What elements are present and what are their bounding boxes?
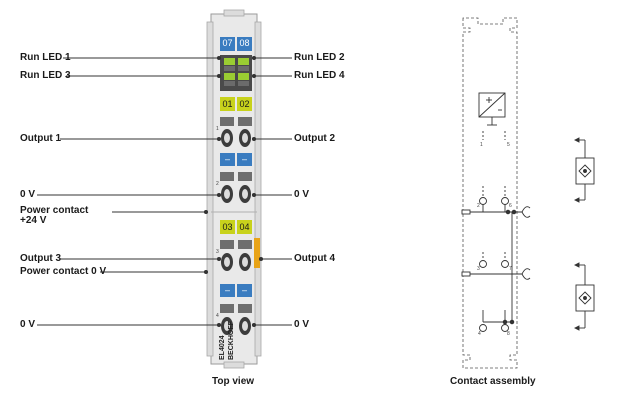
- tag-minus-2-text: –: [241, 154, 247, 164]
- label-power-contact: Power contact: [20, 205, 89, 216]
- tag-minus-4-text: –: [241, 285, 247, 295]
- label-run-led-1: Run LED 1: [20, 52, 71, 63]
- label-output-2: Output 2: [294, 133, 336, 144]
- label-run-led-3: Run LED 3: [20, 70, 71, 81]
- terminal-pair-row-1: [220, 117, 252, 147]
- converter-symbol: [478, 92, 506, 126]
- label-output-3: Output 3: [20, 253, 62, 264]
- contact-assembly-outline: [462, 17, 518, 369]
- tag-minus-4: [237, 284, 252, 297]
- leader-lines: [37, 55, 292, 328]
- label-0v-left-top: 0 V: [20, 189, 36, 200]
- tag-minus-2: [237, 153, 252, 166]
- tag-04-text: 04: [239, 222, 250, 232]
- contact-pin-7: 7: [509, 266, 512, 272]
- terminal-pair-row-3: [220, 240, 252, 271]
- run-led-3: [224, 73, 235, 80]
- caption-contact-assembly: Contact assembly: [450, 376, 536, 387]
- tag-01: [220, 97, 235, 111]
- label-0v-left-bottom: 0 V: [20, 319, 36, 330]
- tag-02: [237, 97, 252, 111]
- tag-03: [220, 220, 235, 234]
- tag-minus-3-text: –: [224, 285, 230, 295]
- contact-pin-6: 6: [509, 203, 512, 209]
- tag-08-text: 08: [239, 38, 250, 48]
- label-run-led-4: Run LED 4: [294, 70, 345, 81]
- label-0v-right-top: 0 V: [294, 189, 310, 200]
- label-power-contact-0v: Power contact 0 V: [20, 266, 107, 277]
- tag-07-text: 07: [222, 38, 233, 48]
- contact-wiring: [461, 131, 531, 332]
- caption-top-view: Top view: [212, 376, 255, 387]
- tag-minus-3: [220, 284, 235, 297]
- label-output-4: Output 4: [294, 253, 336, 264]
- contact-pin-3: 3: [477, 266, 480, 272]
- orange-side-bar: [254, 238, 260, 268]
- terminal-pair-row-2: [220, 172, 252, 203]
- label-run-led-2: Run LED 2: [294, 52, 345, 63]
- tag-minus-1-text: –: [224, 154, 230, 164]
- load-symbol-lower: [573, 262, 595, 331]
- tag-minus-1: [220, 153, 235, 166]
- contact-pin-5: 5: [507, 142, 510, 148]
- contact-pin-8: 8: [507, 331, 510, 337]
- module-brand-text: BECKHOFF: [228, 321, 235, 360]
- label-0v-right-bottom: 0 V: [294, 319, 310, 330]
- load-symbol-upper: [573, 137, 595, 203]
- contact-pin-2: 2: [477, 203, 480, 209]
- run-led-1: [224, 58, 235, 65]
- label-output-1: Output 1: [20, 133, 62, 144]
- tag-07: [220, 37, 235, 51]
- led-block: [220, 55, 252, 91]
- contact-pin-1: 1: [480, 142, 483, 148]
- tag-02-text: 02: [239, 99, 250, 109]
- label-power-contact-24v: +24 V: [20, 215, 47, 226]
- tag-03-text: 03: [222, 222, 233, 232]
- module-model-text: EL4024: [219, 335, 226, 360]
- run-led-4: [238, 73, 249, 80]
- tag-01-text: 01: [222, 99, 233, 109]
- terminal-pair-row-4: [220, 304, 252, 335]
- contact-pin-4: 4: [478, 331, 481, 337]
- tag-08: [237, 37, 252, 51]
- tag-04: [237, 220, 252, 234]
- run-led-2: [238, 58, 249, 65]
